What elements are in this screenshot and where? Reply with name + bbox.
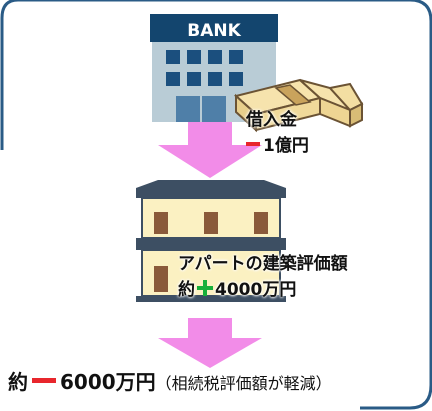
loan-label: 借入金: [246, 112, 297, 129]
result-note: （相続税評価額が軽減）: [155, 374, 332, 393]
money-bundle-icon: [233, 78, 364, 133]
result-amount: 6000万円: [60, 370, 156, 394]
apartment-amount-label: 約 4000万円: [178, 280, 297, 300]
bank-icon: BANK: [150, 14, 278, 122]
panel-border-left: [0, 0, 19, 150]
apartment-prefix: 約: [178, 280, 195, 300]
apartment-label: アパートの建築評価額: [178, 256, 348, 273]
big-minus-icon: [32, 378, 56, 383]
result-line: 約 6000万円（相続税評価額が軽減）: [8, 372, 332, 392]
apartment-amount: 4000万円: [215, 280, 297, 300]
loan-amount: 1億円: [263, 136, 309, 156]
apartment-title: アパートの建築評価額: [178, 254, 348, 274]
bank-sign-text: BANK: [187, 21, 241, 41]
panel-border: [18, 0, 432, 410]
minus-icon: [246, 142, 260, 146]
down-arrow-2: [158, 318, 262, 368]
loan-title: 借入金: [246, 110, 297, 130]
plus-icon: [197, 280, 213, 296]
result-prefix: 約: [8, 370, 28, 394]
loan-amount-label: 1億円: [246, 138, 309, 155]
down-arrow-1: [158, 122, 262, 178]
